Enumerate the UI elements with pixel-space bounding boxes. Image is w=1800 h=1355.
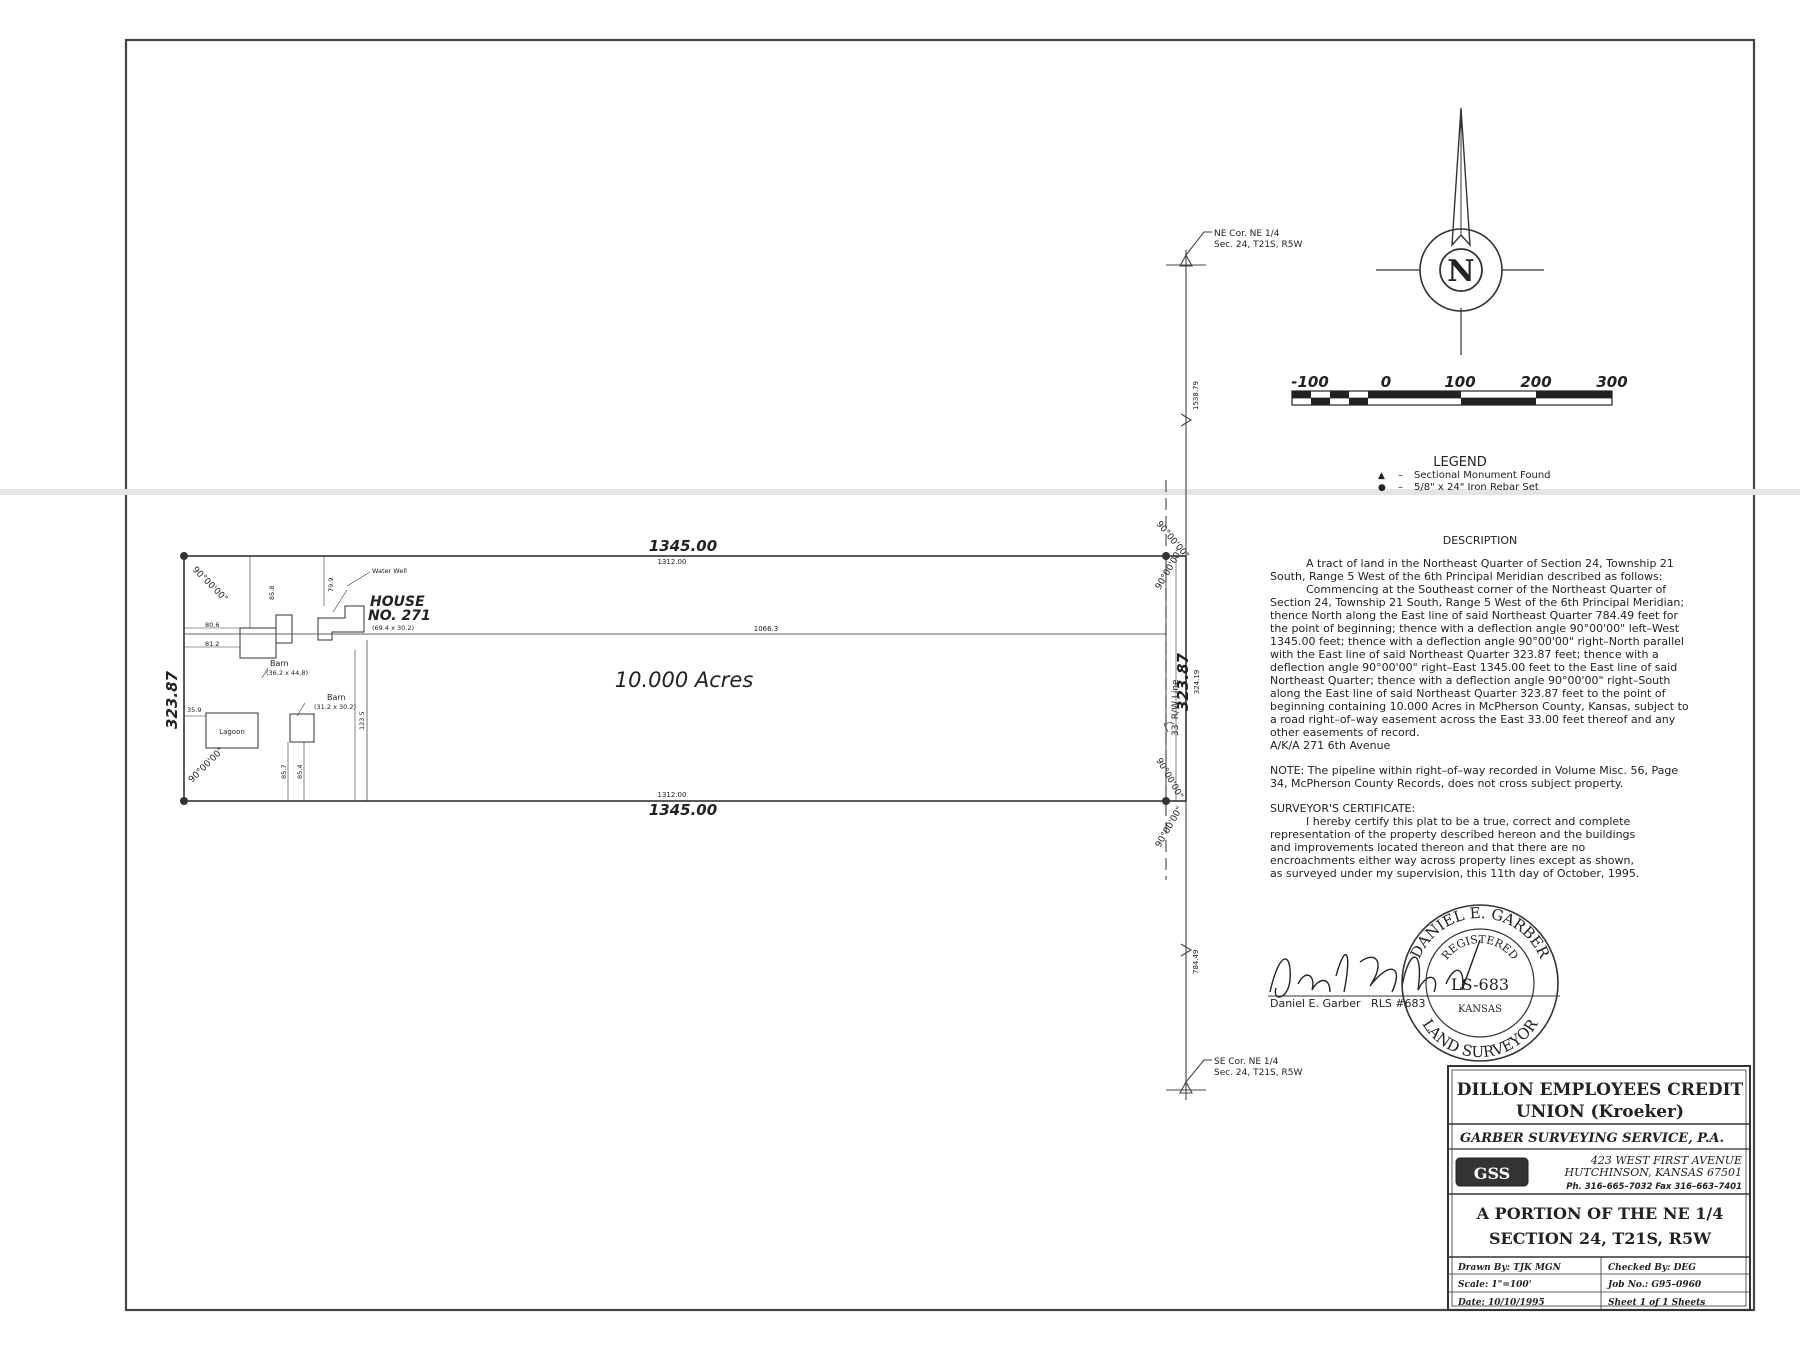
- surveyor-name: Daniel E. Garber RLS #683: [1270, 997, 1426, 1010]
- north-label: N: [1447, 254, 1474, 289]
- portion-line-2: SECTION 24, T21S, R5W: [1489, 1229, 1712, 1248]
- description-paragraph: Commencing at the Southeast corner of th…: [1270, 583, 1689, 739]
- svg-text:LAND SURVEYOR: LAND SURVEYOR: [1419, 1015, 1542, 1061]
- job-number: Job No.: G95–0960: [1606, 1280, 1702, 1290]
- title-block: [1447, 1065, 1751, 1311]
- water-well-label: Water Well: [372, 567, 407, 575]
- house-number: NO. 271: [368, 608, 431, 624]
- dim-east: 323.87: [1174, 652, 1192, 710]
- corner-angle: 90°00'00": [187, 746, 226, 785]
- seal-title: LAND SURVEYOR: [1419, 1015, 1542, 1061]
- se-corner-label: Sec. 24, T21S, R5W: [1214, 1068, 1302, 1078]
- legend: LEGEND ▲ – Sectional Monument Found ● – …: [1378, 455, 1551, 493]
- sheet-border: [124, 38, 1756, 1312]
- legend-title: LEGEND: [1433, 455, 1486, 470]
- legend-dash: –: [1398, 482, 1403, 493]
- corner-angle: 90°00'00": [190, 565, 229, 604]
- dim-south-bottom: 1345.00: [649, 801, 717, 819]
- barn-2-label: Barn: [327, 693, 346, 702]
- rebar-corners: [180, 552, 1170, 805]
- lagoon-label: Lagoon: [219, 728, 245, 736]
- legend-item-text: 5/8" x 24" Iron Rebar Set: [1414, 482, 1539, 493]
- dim-81-2: 81.2: [205, 640, 219, 648]
- dim-east-inner: 324.19: [1193, 670, 1201, 695]
- barn-2-dimensions: (31.2 x 30.2): [314, 703, 356, 711]
- dim-south-inner: 1312.00: [658, 791, 687, 799]
- portion-line-1: A PORTION OF THE NE 1/4: [1476, 1204, 1724, 1223]
- company-name: GARBER SURVEYING SERVICE, P.A.: [1460, 1131, 1724, 1146]
- scale-bar: -100 0 100 200 300: [1291, 373, 1628, 406]
- barn-1-annex: [275, 614, 293, 644]
- address-line-2: HUTCHINSON, KANSAS 67501: [1564, 1166, 1743, 1179]
- description-heading: DESCRIPTION: [1442, 534, 1518, 547]
- client-line-1: DILLON EMPLOYEES CREDIT: [1457, 1080, 1744, 1100]
- barn-1-label: Barn: [270, 659, 289, 668]
- checked-by: Checked By: DEG: [1608, 1263, 1696, 1273]
- barn-1-dimensions: (36.2 x 44.8): [266, 669, 308, 677]
- house-title: HOUSE: [370, 594, 425, 610]
- parcel-acreage: 10.000 Acres: [615, 668, 754, 692]
- description-paragraph: A tract of land in the Northeast Quarter…: [1270, 557, 1674, 583]
- client-line-2: UNION (Kroeker): [1516, 1102, 1684, 1122]
- legend-item-text: Sectional Monument Found: [1414, 470, 1551, 481]
- dim-house-east: 1066.3: [754, 625, 779, 633]
- dim-85-7: 85.7: [280, 765, 288, 779]
- certificate-heading: SURVEYOR'S CERTIFICATE:: [1270, 802, 1416, 815]
- dim-35-9: 35.9: [187, 706, 201, 714]
- company-logo: [1455, 1157, 1529, 1187]
- ne-corner-label: NE Cor. NE 1/4: [1214, 229, 1280, 239]
- legend-symbol-dot: ●: [1378, 483, 1386, 493]
- corner-angle: 90°00'00": [1154, 547, 1185, 591]
- scale-tick-label: 300: [1596, 373, 1627, 391]
- company-logo-text: GSS: [1474, 1164, 1510, 1183]
- scale-tick-label: -100: [1291, 373, 1329, 391]
- parcel-boundary: [183, 555, 1187, 802]
- surveyor-seal: DANIEL E. GARBER LAND SURVEYOR REGISTERE…: [1401, 904, 1559, 1062]
- dim-85-8: 85.8: [268, 586, 276, 600]
- se-corner-label: SE Cor. NE 1/4: [1214, 1057, 1279, 1067]
- seal-state: KANSAS: [1458, 1004, 1502, 1015]
- seal-name: DANIEL E. GARBER: [1407, 904, 1554, 962]
- ne-corner-label: Sec. 24, T21S, R5W: [1214, 240, 1302, 250]
- scale-tick-label: 200: [1520, 373, 1551, 391]
- corner-angle: 90°00'00": [1153, 757, 1184, 801]
- svg-text:DANIEL E. GARBER: DANIEL E. GARBER: [1407, 904, 1554, 962]
- surveyor-signature: [1269, 939, 1481, 998]
- address-aka: A/K/A 271 6th Avenue: [1270, 739, 1391, 752]
- barn-2: [289, 713, 315, 743]
- dim-85-4: 85.4: [296, 765, 304, 779]
- sheet-number: Sheet 1 of 1 Sheets: [1608, 1298, 1705, 1308]
- drawing-scale: Scale: 1"=100': [1458, 1280, 1531, 1290]
- dim-upper-line: 1538.79: [1192, 381, 1200, 410]
- dim-lower-line: 784.49: [1192, 950, 1200, 975]
- dim-80-6: 80.6: [205, 621, 219, 629]
- lagoon-outline: [205, 712, 259, 749]
- dim-123-5: 123.5: [358, 711, 366, 730]
- dim-north-inner: 1312.00: [658, 558, 687, 566]
- dim-north-top: 1345.00: [649, 537, 717, 555]
- scale-tick-label: 0: [1381, 373, 1391, 391]
- pipeline-note: NOTE: The pipeline within right–of–way r…: [1270, 764, 1679, 790]
- legal-description: DESCRIPTION A tract of land in the North…: [1270, 534, 1690, 880]
- dim-west: 323.87: [163, 670, 181, 728]
- corner-angle: 90°00'00": [1154, 805, 1185, 849]
- certificate-text: I hereby certify this plat to be a true,…: [1270, 815, 1640, 880]
- legend-dash: –: [1398, 470, 1403, 481]
- drawn-by: Drawn By: TJK MGN: [1457, 1263, 1562, 1273]
- dim-79-9: 79.9: [327, 578, 335, 592]
- house-outline: [317, 605, 365, 641]
- barn-1: [239, 627, 277, 659]
- seal-license-number: LS-683: [1451, 975, 1509, 994]
- house-dimensions: (69.4 x 30.2): [372, 624, 414, 632]
- address-line-1: 423 WEST FIRST AVENUE: [1590, 1154, 1742, 1167]
- legend-symbol-triangle: ▲: [1378, 471, 1385, 481]
- north-arrow: N: [1376, 107, 1544, 355]
- phone-fax: Ph. 316–665–7032 Fax 316–663–7401: [1566, 1182, 1742, 1192]
- site-buildings: [184, 556, 371, 801]
- scale-tick-label: 100: [1444, 373, 1475, 391]
- drawing-date: Date: 10/10/1995: [1457, 1298, 1545, 1308]
